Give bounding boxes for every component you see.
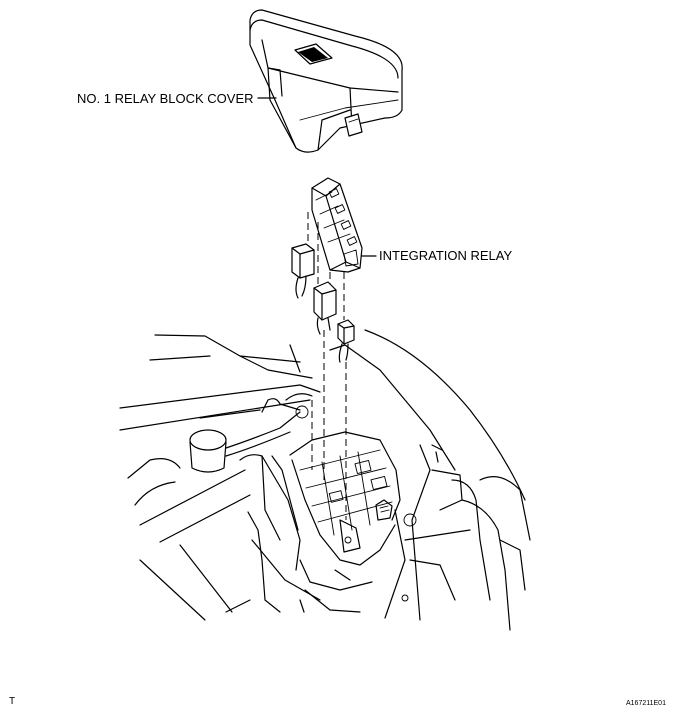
label-integration-relay: INTEGRATION RELAY bbox=[379, 248, 513, 263]
alignment-dashed-lines bbox=[307, 212, 347, 520]
label-relay-block-cover: NO. 1 RELAY BLOCK COVER bbox=[77, 91, 254, 106]
connector-upper-left bbox=[291, 243, 315, 299]
relay-block-cover bbox=[249, 9, 403, 153]
connector-middle bbox=[313, 281, 337, 335]
integration-relay bbox=[311, 177, 363, 273]
figure-id: A167211E01 bbox=[626, 700, 666, 707]
connector-lower bbox=[337, 319, 355, 363]
corner-mark: T bbox=[9, 696, 16, 707]
engine-compartment bbox=[119, 329, 531, 631]
